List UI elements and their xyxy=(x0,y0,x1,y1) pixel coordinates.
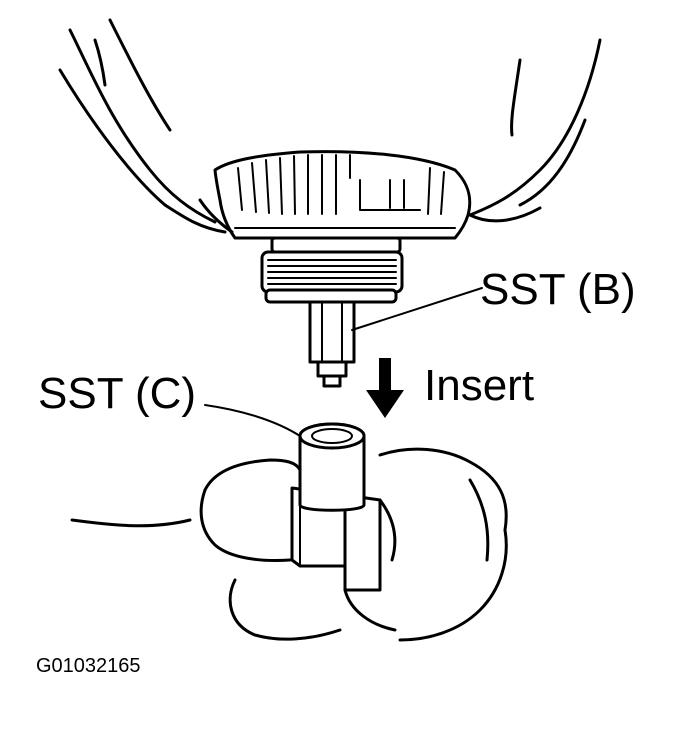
figure-code: G01032165 xyxy=(36,655,141,677)
pulley xyxy=(260,236,404,304)
lower-hands xyxy=(70,447,508,642)
sst-c-tool xyxy=(204,404,366,512)
insert-label: Insert xyxy=(424,361,535,410)
sst-b-tool xyxy=(308,287,483,388)
upper-hands xyxy=(58,18,602,234)
insert-arrow xyxy=(366,358,404,418)
sst-c-label: SST (C) xyxy=(38,369,197,418)
cooling-fins xyxy=(237,154,445,215)
sst-b-label: SST (B) xyxy=(480,265,636,314)
alternator-body xyxy=(213,150,472,240)
